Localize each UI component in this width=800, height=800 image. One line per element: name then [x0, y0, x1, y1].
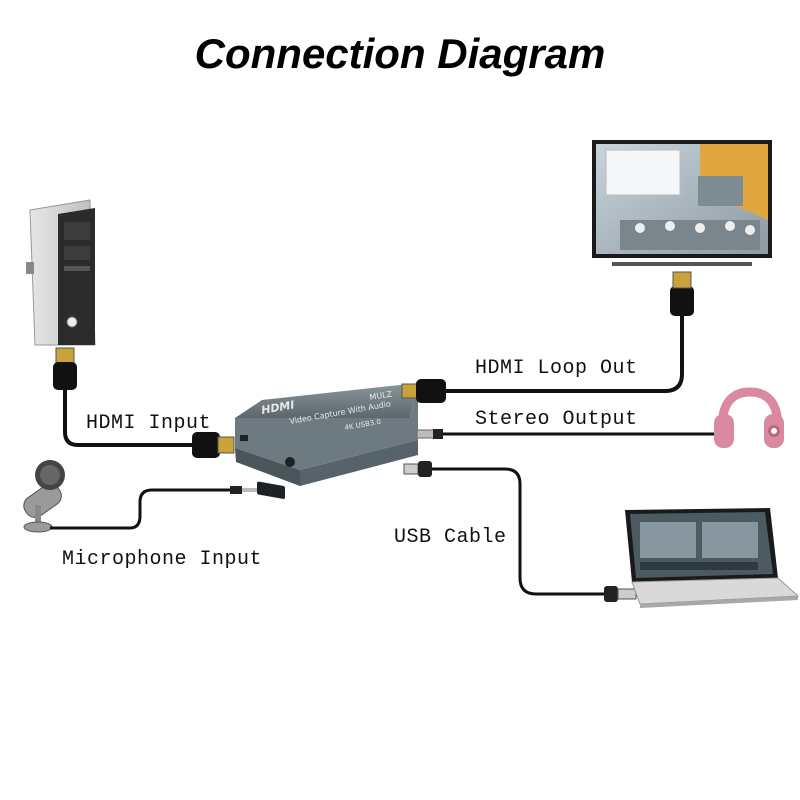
device-logo: HDMI	[260, 398, 295, 417]
label-usb-cable: USB Cable	[394, 526, 507, 549]
usb-cable	[403, 461, 637, 602]
laptop-icon	[625, 508, 800, 608]
label-stereo-output: Stereo Output	[475, 408, 638, 431]
diagram-title: Connection Diagram	[194, 30, 606, 77]
headphones-icon	[714, 387, 784, 448]
stereo-output-cable	[416, 429, 720, 439]
desktop-tower-icon	[26, 199, 96, 346]
device-brand: MULZ	[369, 389, 393, 402]
tv-icon	[592, 140, 772, 266]
label-microphone-input: Microphone Input	[62, 548, 263, 571]
hdmi-input-cable	[53, 347, 235, 458]
label-hdmi-input: HDMI Input	[86, 412, 212, 435]
capture-device	[235, 383, 418, 499]
microphone-icon	[23, 460, 65, 533]
label-hdmi-loop-out: HDMI Loop Out	[475, 357, 638, 380]
hdmi-loop-out-cable	[401, 271, 694, 403]
microphone-cable	[50, 488, 232, 530]
